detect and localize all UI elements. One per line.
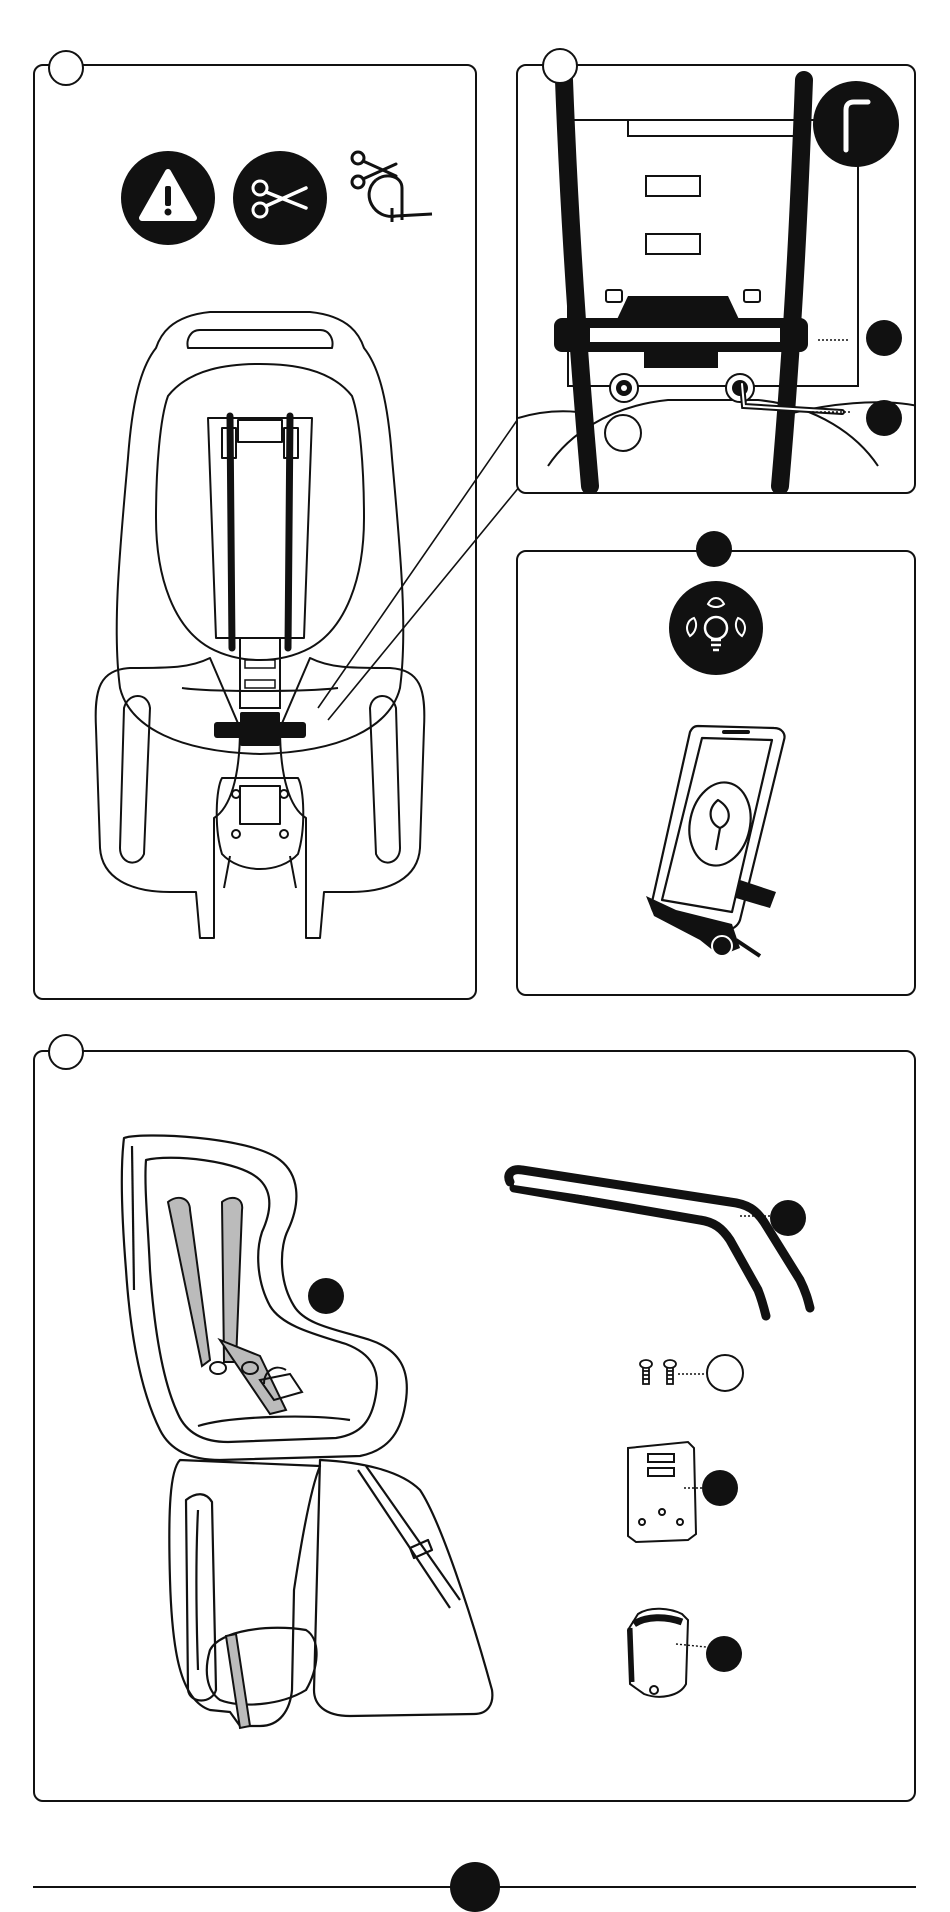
warning-icon	[120, 150, 216, 246]
eco-tip-icon	[668, 580, 764, 676]
callout-ring-screws	[706, 1354, 744, 1392]
zoom-connector-lines	[298, 412, 528, 732]
handlebar-illustration	[500, 1160, 830, 1320]
hex-key-icon	[812, 80, 900, 168]
callout-dot-handlebar	[770, 1200, 806, 1236]
footer-rule-right	[498, 1886, 916, 1888]
cable-tie-cut-icon	[346, 150, 442, 246]
scissors-icon	[232, 150, 328, 246]
callout-dot-key	[866, 400, 902, 436]
callout-dot-block	[706, 1636, 742, 1672]
screws-illustration	[636, 1358, 706, 1388]
callout-dot-seat	[308, 1278, 344, 1314]
step-marker-c	[696, 531, 732, 567]
footer-rule-left	[33, 1886, 453, 1888]
page-number-marker	[450, 1862, 500, 1912]
callout-ring-bolt	[604, 414, 642, 452]
step-marker-d	[48, 1034, 84, 1070]
step-marker-b	[542, 48, 578, 84]
smartphone-icon	[636, 720, 806, 970]
child-seat-illustration	[110, 1130, 500, 1730]
callout-dot-bracket	[866, 320, 902, 356]
callout-dot-plate	[702, 1470, 738, 1506]
step-marker-a	[48, 50, 84, 86]
